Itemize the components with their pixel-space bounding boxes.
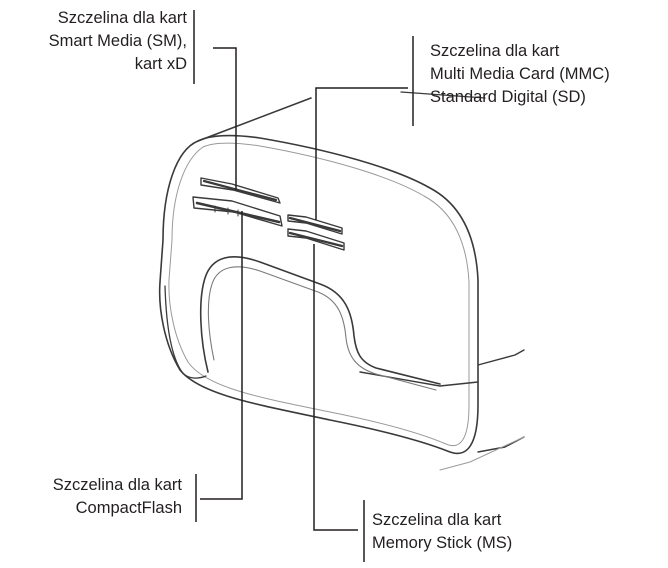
leader-compactflash	[200, 211, 243, 500]
device-base-right	[439, 436, 525, 471]
label-line: Szczelina dla kart	[372, 511, 502, 529]
label-line: Multi Media Card (MMC)	[430, 65, 610, 83]
leader-memorystick	[313, 244, 358, 531]
label-line: Memory Stick (MS)	[372, 534, 513, 552]
label-memorystick-slot: Szczelina dla kart Memory Stick (MS)	[372, 509, 512, 555]
device-foot-left	[181, 371, 207, 379]
device-left-lower-side	[164, 285, 183, 373]
label-compactflash-slot: Szczelina dla kart CompactFlash	[53, 474, 182, 520]
label-mmc-sd-slot: Szczelina dla kart Multi Media Card (MMC…	[430, 40, 610, 109]
label-line: CompactFlash	[75, 499, 182, 517]
label-line: Smart Media (SM),	[48, 32, 187, 50]
leader-smartmedia	[213, 47, 237, 190]
leader-lines	[193, 10, 414, 562]
device-side-panel-bottom	[477, 436, 525, 453]
device-front-inner-bezel	[168, 142, 470, 446]
slot-mmc-sd-shadow	[288, 216, 342, 233]
slot-smartmedia-shadow	[202, 179, 278, 202]
device-front-outline	[158, 134, 479, 455]
label-line: Szczelina dla kart	[52, 476, 182, 494]
card-reader-device	[158, 91, 525, 471]
label-line: Szczelina dla kart	[57, 9, 187, 27]
leader-mmc	[315, 87, 408, 220]
card-slots	[192, 177, 345, 251]
label-line: Standard Digital (SD)	[430, 88, 586, 106]
label-smartmedia-slot: Szczelina dla kart Smart Media (SM), kar…	[49, 7, 187, 76]
device-top-back-edge-right	[400, 91, 486, 99]
device-side-panel-top	[477, 349, 525, 366]
device-top-back-edge-left	[197, 97, 312, 142]
thumb-recess-inner	[207, 266, 437, 391]
label-line: Szczelina dla kart	[430, 42, 560, 60]
thumb-recess-outer	[199, 256, 441, 385]
slot-memorystick-shadow	[288, 231, 344, 248]
label-line: kart xD	[134, 55, 187, 73]
